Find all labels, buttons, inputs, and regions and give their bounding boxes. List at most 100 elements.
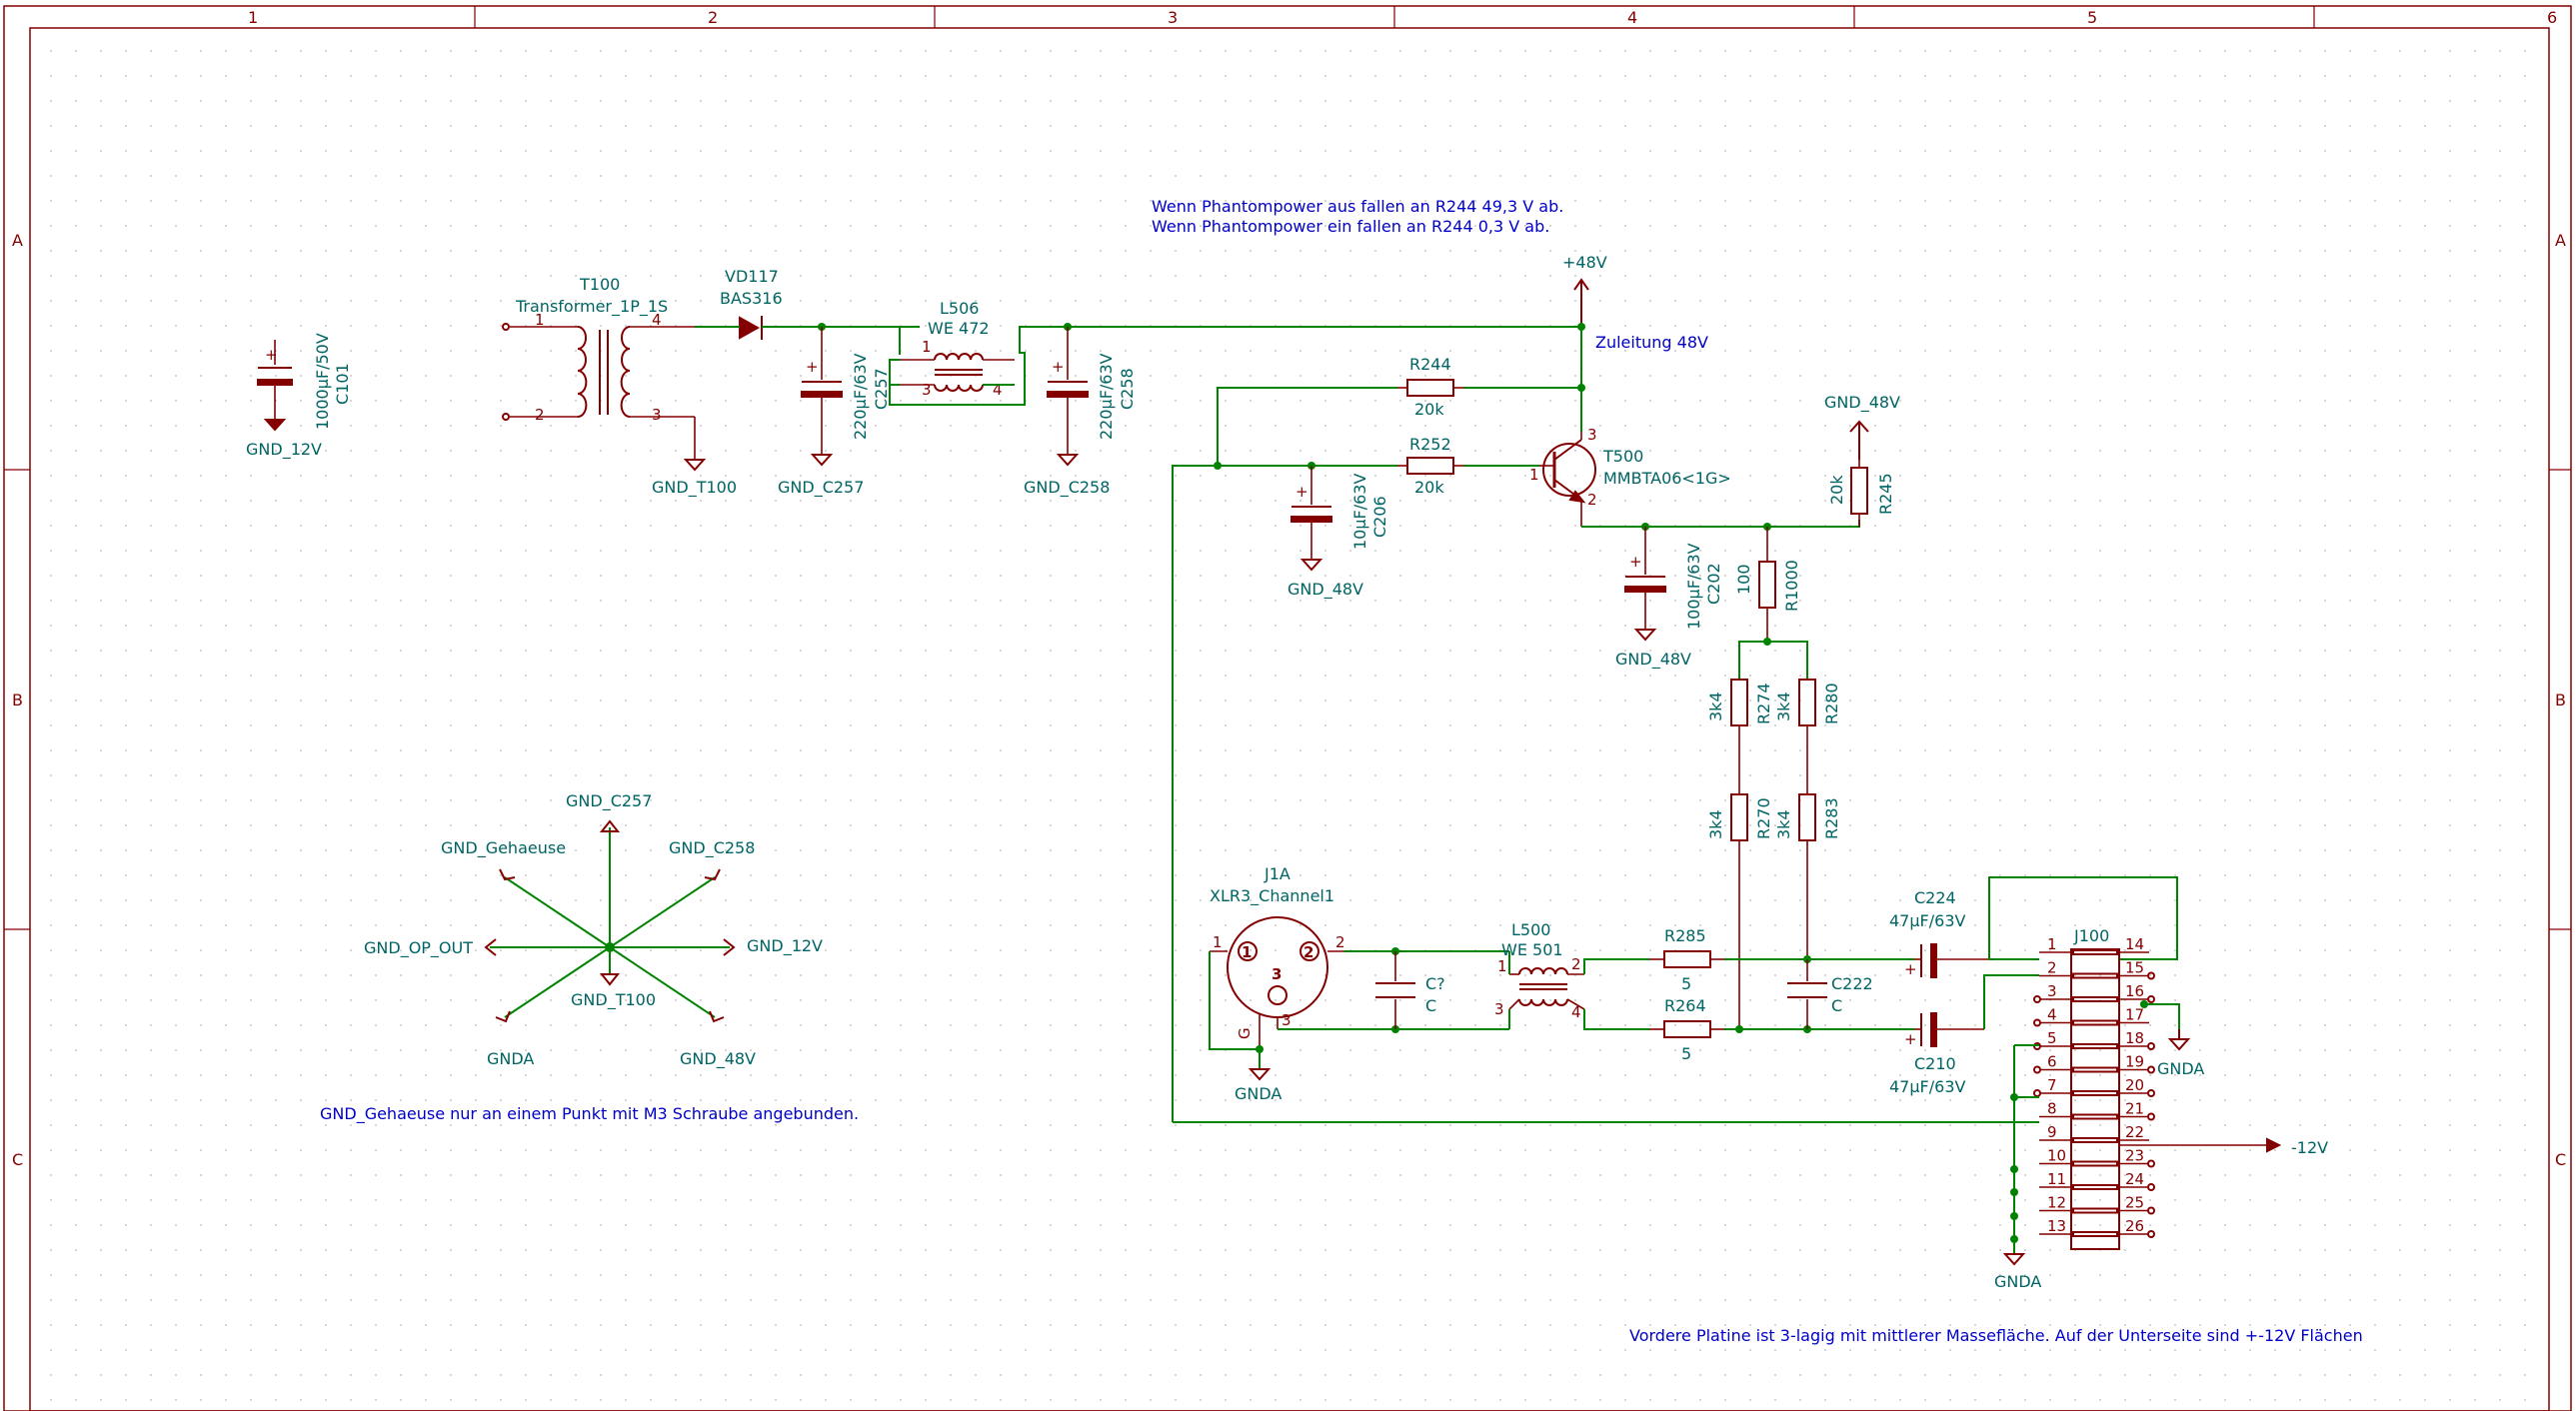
pin-number: 2 — [1571, 955, 1581, 973]
resistor-r285[interactable]: R285 5 — [1649, 926, 1724, 993]
component-ref: C? — [1425, 974, 1445, 993]
component-ref: R283 — [1822, 797, 1841, 839]
component-value: 1000µF/50V — [313, 333, 332, 430]
component-ref: L500 — [1511, 920, 1550, 939]
capacitor-c202[interactable]: + GND_48V 100µF/63V C202 — [1615, 527, 1723, 670]
pin-number: 3 — [1282, 1011, 1291, 1029]
component-value: 100 — [1734, 564, 1753, 595]
transformer-t100[interactable]: T100 Transformer_1P_1S 1 2 4 3 GND_T100 — [502, 275, 737, 498]
power-gnd48v-r245: GND_48V — [1824, 393, 1900, 460]
j100-pin-number: 10 — [2047, 1147, 2066, 1165]
j100-pin-pad — [2072, 1066, 2118, 1073]
component-value: 20k — [1414, 400, 1444, 419]
pin-number: 2 — [1303, 943, 1313, 961]
power-label: GND_C258 — [669, 838, 755, 858]
pin-number: 1 — [1213, 933, 1223, 951]
sheet-frame: 1 2 3 4 5 6 A B C A B C — [3, 5, 2572, 1411]
j100-pin-pad — [2072, 1113, 2118, 1120]
svg-text:+: + — [265, 346, 278, 364]
j100-pin-number: 6 — [2047, 1053, 2057, 1071]
j100-pin-pad — [2072, 949, 2118, 955]
j100-pin-number: 24 — [2125, 1170, 2144, 1188]
unconnected-pin-marker — [2147, 1065, 2155, 1074]
component-value: 220µF/63V — [1097, 353, 1116, 440]
capacitor-c224[interactable]: C224 47µF/63V + — [1889, 888, 1989, 978]
component-value: C — [1425, 996, 1436, 1015]
j100-pin-pad — [2072, 972, 2118, 979]
diode-vd117[interactable]: VD117 BAS316 — [720, 267, 783, 340]
connector-j1a-xlr[interactable]: J1A XLR3_Channel1 1 2 3 1 2 3 G — [1210, 864, 1345, 1049]
component-value: BAS316 — [720, 289, 783, 308]
resistor-r283[interactable]: 3k4 R283 — [1774, 793, 1841, 959]
resistor-r264[interactable]: R264 5 — [1649, 996, 1724, 1063]
resistor-r274[interactable]: 3k4 R274 — [1706, 679, 1773, 794]
j100-pin-number: 8 — [2047, 1100, 2057, 1118]
capacitor-c101[interactable]: + GND_12V 1000µF/50V C101 — [246, 333, 352, 460]
unconnected-pin-marker — [2147, 1159, 2155, 1168]
capacitor-c222[interactable]: C222 C — [1787, 959, 1873, 1029]
connector-j100[interactable]: J100 12345678910111213141516171819202122… — [2033, 926, 2155, 1250]
pin-number: 1 — [1497, 957, 1507, 975]
resistor-r244[interactable]: R244 20k — [1397, 355, 1464, 419]
j100-pin-number: 9 — [2047, 1123, 2057, 1141]
unconnected-pin-marker — [2147, 971, 2155, 980]
capacitor-c210[interactable]: C210 47µF/63V + — [1889, 1012, 1984, 1096]
inductor-l500[interactable]: L500 WE 501 1 3 2 4 — [1494, 920, 1585, 1021]
component-ref: R264 — [1664, 996, 1706, 1015]
capacitor-c257[interactable]: + GND_C257 220µF/63V C257 — [778, 327, 891, 498]
component-value: MMBTA06<1G> — [1603, 469, 1731, 488]
j100-pin-pad — [2072, 1231, 2118, 1237]
j100-pin-number: 25 — [2125, 1194, 2144, 1212]
j100-pin-number: 5 — [2047, 1029, 2057, 1047]
pin-number: 3 — [652, 406, 662, 424]
power-label: GND_T100 — [571, 990, 656, 1010]
note-phantom-off: Wenn Phantompower aus fallen an R244 49,… — [1152, 197, 1563, 216]
capacitor-c206[interactable]: + GND_48V 10µF/63V C206 — [1288, 466, 1389, 600]
unconnected-pin-marker — [2147, 995, 2155, 1003]
pin-number: 2 — [535, 406, 545, 424]
j100-pin-number: 7 — [2047, 1076, 2057, 1094]
capacitor-c-unannotated[interactable]: C? C — [1375, 951, 1445, 1029]
power-label: GND_48V — [1615, 650, 1691, 670]
power-label: GNDA — [1994, 1272, 2041, 1291]
resistor-r280[interactable]: 3k4 R280 — [1774, 679, 1841, 794]
component-value: 5 — [1681, 1044, 1691, 1063]
svg-text:+: + — [1904, 960, 1917, 978]
j100-pin-number: 23 — [2125, 1147, 2144, 1165]
j100-pin-number: 3 — [2047, 982, 2057, 1000]
resistor-r245[interactable]: 20k R245 — [1827, 460, 1895, 527]
power-label: GND_12V — [747, 936, 823, 956]
j100-pin-number: 19 — [2125, 1053, 2144, 1071]
column-label-4: 4 — [1627, 8, 1637, 27]
component-ref: R252 — [1409, 435, 1451, 454]
row-label-a-right: A — [2555, 231, 2566, 250]
component-ref: C210 — [1914, 1054, 1956, 1073]
unconnected-pin-marker — [2147, 1042, 2155, 1050]
column-label-6: 6 — [2547, 8, 2557, 27]
component-value: C — [1831, 996, 1842, 1015]
pin-number: 4 — [652, 311, 662, 329]
capacitor-c258[interactable]: + GND_C258 220µF/63V C258 — [1024, 327, 1137, 498]
resistor-r252[interactable]: R252 20k — [1397, 435, 1464, 497]
j100-pin-number: 20 — [2125, 1076, 2144, 1094]
pin-number: 1 — [1242, 943, 1252, 961]
power-label: GND_C257 — [566, 791, 652, 811]
transistor-t500[interactable]: T500 MMBTA06<1G> 1 3 2 — [1529, 426, 1731, 527]
component-ref: C206 — [1370, 496, 1389, 538]
component-ref: C224 — [1914, 888, 1956, 907]
power-label: GND_Gehaeuse — [441, 838, 566, 858]
component-ref: J1A — [1264, 864, 1290, 883]
resistor-r270[interactable]: 3k4 R270 — [1706, 793, 1773, 1029]
j100-pin-pad — [2072, 1043, 2118, 1049]
component-value: 20k — [1827, 475, 1846, 505]
j100-pin-pad — [2072, 1207, 2118, 1214]
component-value: WE 501 — [1501, 940, 1563, 959]
component-value: 3k4 — [1706, 809, 1725, 839]
j100-pin-number: 12 — [2047, 1194, 2066, 1212]
resistor-r1000[interactable]: 100 R1000 — [1734, 527, 1801, 642]
j100-pin-number: 15 — [2125, 959, 2144, 977]
power-label: GNDA — [2157, 1059, 2204, 1078]
note-feed: Zuleitung 48V — [1595, 333, 1708, 352]
